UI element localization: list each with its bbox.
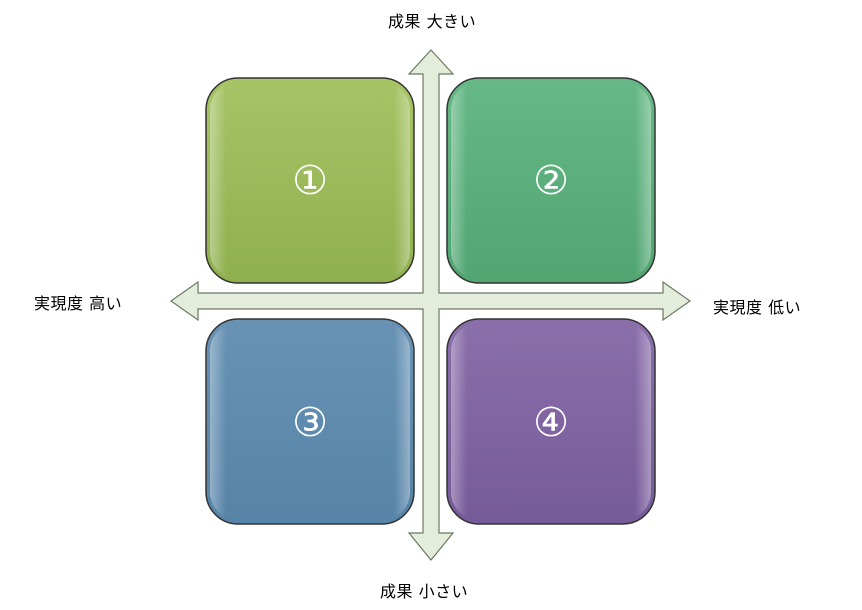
quadrant-3: ③ (205, 318, 415, 525)
axis-right-label: 実現度 低い (713, 298, 802, 317)
quadrant-2: ② (446, 77, 656, 284)
quadrant-3-label: ③ (292, 400, 328, 446)
quadrant-2-shine (451, 82, 651, 279)
four-way-arrow (169, 49, 692, 561)
quadrant-4-label: ④ (533, 400, 569, 446)
quadrant-1: ① (205, 77, 415, 284)
axis-bottom-label: 成果 小さい (380, 582, 469, 601)
quadrant-1-shine (210, 82, 410, 279)
quadrant-3-shine (210, 323, 410, 520)
axis-top-label: 成果 大きい (388, 12, 477, 31)
quadrant-4-shine (451, 323, 651, 520)
quadrant-2-label: ② (533, 158, 569, 204)
quadrant-4: ④ (446, 318, 656, 525)
axis-left-label: 実現度 高い (34, 294, 123, 313)
quadrant-1-label: ① (292, 158, 328, 204)
